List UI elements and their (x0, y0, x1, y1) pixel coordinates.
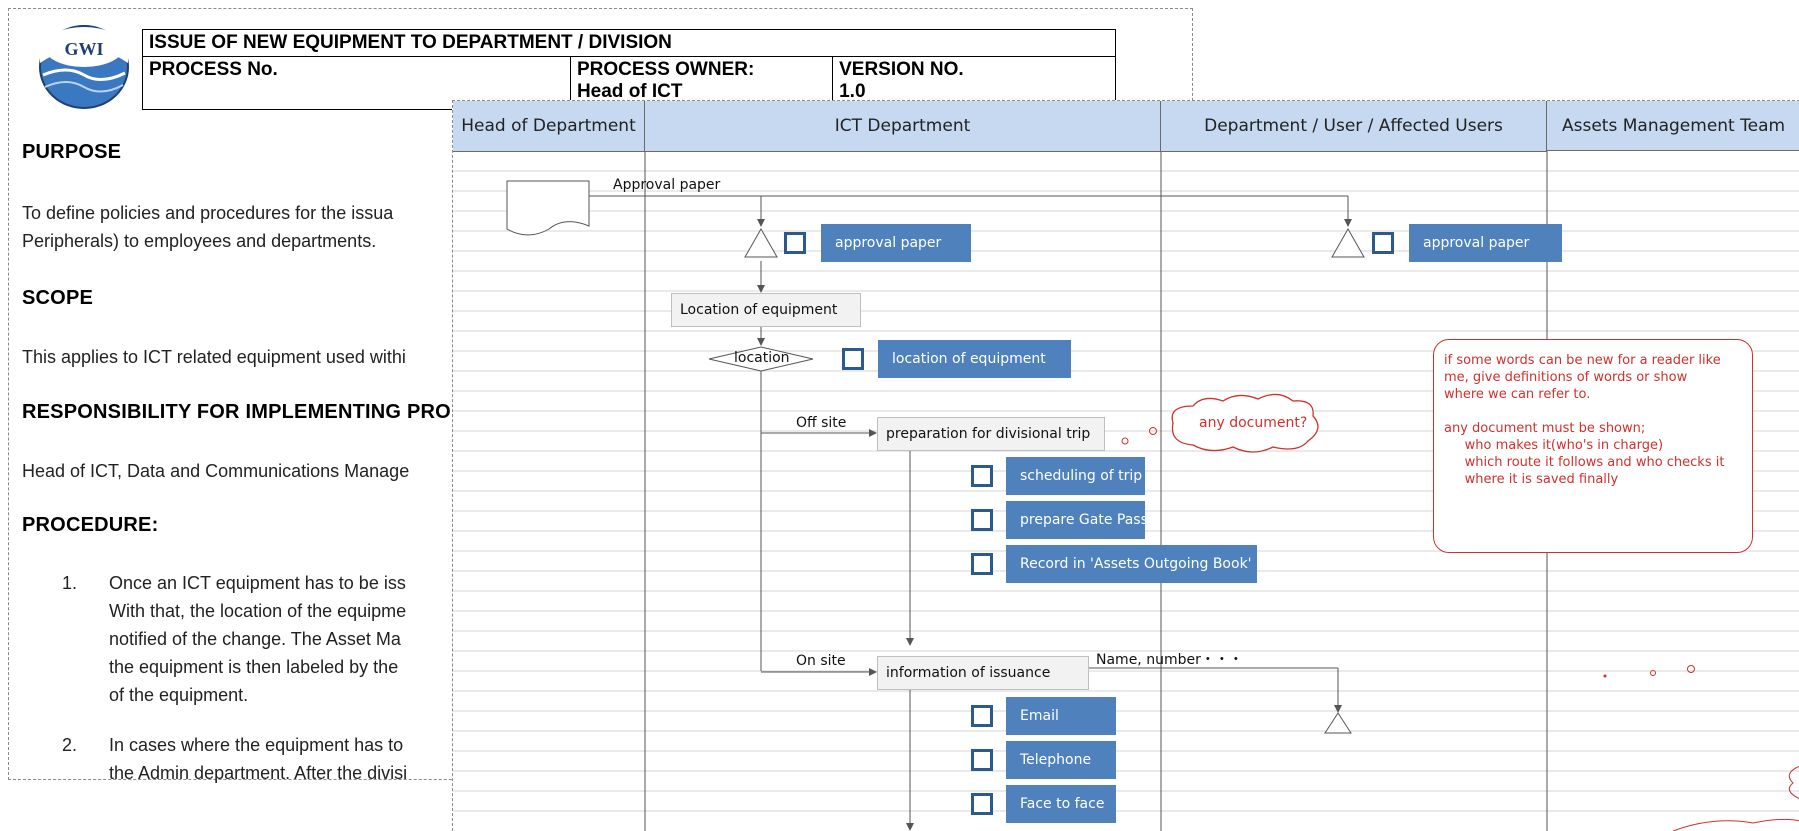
item-2-number: 2. (62, 735, 78, 755)
comment-line-8: where it is saved finally (1444, 472, 1619, 487)
item-1-line-2: With that, the location of the equipme (109, 601, 407, 621)
task-scheduling-of-trip: scheduling of trip (1006, 457, 1145, 495)
item-1-line-5: of the equipment. (109, 685, 249, 705)
face-to-face-checkbox (971, 793, 993, 815)
task-approval-paper-user: approval paper (1409, 224, 1562, 262)
task-email: Email (1006, 697, 1116, 735)
lane-header-department-user: Department / User / Affected Users (1161, 101, 1547, 152)
process-owner-value: Head of ICT (576, 81, 683, 102)
connector-lines (589, 195, 1349, 826)
process-owner-label: PROCESS OWNER: (576, 59, 755, 80)
responsibility-heading: RESPONSIBILITY FOR IMPLEMENTING PRO (22, 401, 451, 423)
any-document-cloud-shape (1171, 393, 1319, 453)
any-document-cloud-note: any document? (1199, 415, 1308, 431)
item-1-number: 1. (62, 573, 78, 593)
name-number-label: Name, number・・・ (1096, 652, 1243, 668)
review-comment-callout: if some words can be new for a reader li… (1433, 339, 1753, 553)
email-checkbox (971, 705, 993, 727)
comment-line-7: which route it follows and who checks it (1444, 455, 1725, 470)
purpose-line-2: Peripherals) to employees and department… (22, 231, 377, 251)
lane-header-assets-management: Assets Management Team (1547, 101, 1799, 151)
location-decision-diamond (708, 346, 814, 372)
task-prepare-gate-pass: prepare Gate Pass (1006, 501, 1148, 539)
note-cloud-edge-bottom (1672, 818, 1799, 831)
telephone-checkbox (971, 749, 993, 771)
item-2-line-2: the Admin department. After the divisi (109, 763, 408, 783)
user-info-triangle (1324, 712, 1352, 734)
version-value: 1.0 (839, 81, 866, 102)
comment-line-3: where we can refer to. (1444, 387, 1591, 402)
document-title: ISSUE OF NEW EQUIPMENT TO DEPARTMENT / D… (142, 29, 1116, 57)
flowchart-connectors (453, 151, 1799, 831)
note-dot-2 (1650, 670, 1656, 676)
note-dot-3 (1687, 665, 1695, 673)
version-label: VERSION NO. (839, 59, 964, 80)
arrow-heads (757, 219, 1352, 831)
procedure-heading: PROCEDURE: (22, 514, 159, 536)
approval-paper-document-shape (506, 180, 590, 236)
location-of-equipment-process: Location of equipment (671, 293, 861, 327)
preparation-for-divisional-trip-process: preparation for divisional trip (877, 417, 1105, 451)
lane-header-head-of-department: Head of Department (453, 101, 645, 152)
approval-paper-label: Approval paper (613, 177, 721, 193)
comment-line-2: me, give definitions of words or show (1444, 370, 1688, 385)
note-cloud-edge (1788, 765, 1799, 800)
task-face-to-face: Face to face (1006, 785, 1116, 823)
svg-text:GWI: GWI (64, 39, 103, 59)
item-1-line-1: Once an ICT equipment has to be iss (109, 573, 406, 593)
gwi-logo: GWI (37, 23, 131, 111)
user-approval-triangle (1331, 227, 1365, 258)
record-checkbox (971, 553, 993, 575)
cloud-bubble-2 (1121, 437, 1129, 445)
comment-line-4 (1444, 403, 1742, 420)
task-telephone: Telephone (1006, 741, 1116, 779)
responsibility-line-1: Head of ICT, Data and Communications Man… (22, 461, 410, 481)
document-header-table: ISSUE OF NEW EQUIPMENT TO DEPARTMENT / D… (142, 29, 1116, 110)
purpose-heading: PURPOSE (22, 141, 122, 163)
on-site-label: On site (796, 653, 846, 669)
location-decision-label: location (734, 350, 790, 366)
purpose-line-1: To define policies and procedures for th… (22, 203, 394, 223)
item-1-line-3: notified of the change. The Asset Ma (109, 629, 401, 649)
item-1-line-4: the equipment is then labeled by the (109, 657, 399, 677)
task-location-of-equipment: location of equipment (878, 340, 1071, 378)
comment-line-5: any document must be shown; (1444, 421, 1646, 436)
task-record-assets-outgoing-book: Record in 'Assets Outgoing Book' (1006, 545, 1257, 583)
information-of-issuance-process: information of issuance (877, 656, 1089, 690)
comment-line-6: who makes it(who's in charge) (1444, 438, 1664, 453)
lane-header-ict-department: ICT Department (645, 101, 1161, 152)
item-2-line-1: In cases where the equipment has to (109, 735, 404, 755)
scheduling-checkbox (971, 465, 993, 487)
scope-heading: SCOPE (22, 287, 94, 309)
approval-user-checkbox (1372, 232, 1394, 254)
task-approval-paper-ict: approval paper (821, 224, 971, 262)
off-site-label: Off site (796, 415, 847, 431)
note-dot-1 (1603, 674, 1607, 678)
cloud-bubble-1 (1149, 427, 1157, 435)
swimlane-flowchart: Head of Department ICT Department Depart… (452, 100, 1799, 831)
approval-ict-checkbox (784, 232, 806, 254)
comment-line-1: if some words can be new for a reader li… (1444, 353, 1721, 368)
location-checkbox (842, 348, 864, 370)
ict-approval-triangle (744, 227, 778, 258)
gate-pass-checkbox (971, 509, 993, 531)
scope-line-1: This applies to ICT related equipment us… (22, 347, 406, 367)
